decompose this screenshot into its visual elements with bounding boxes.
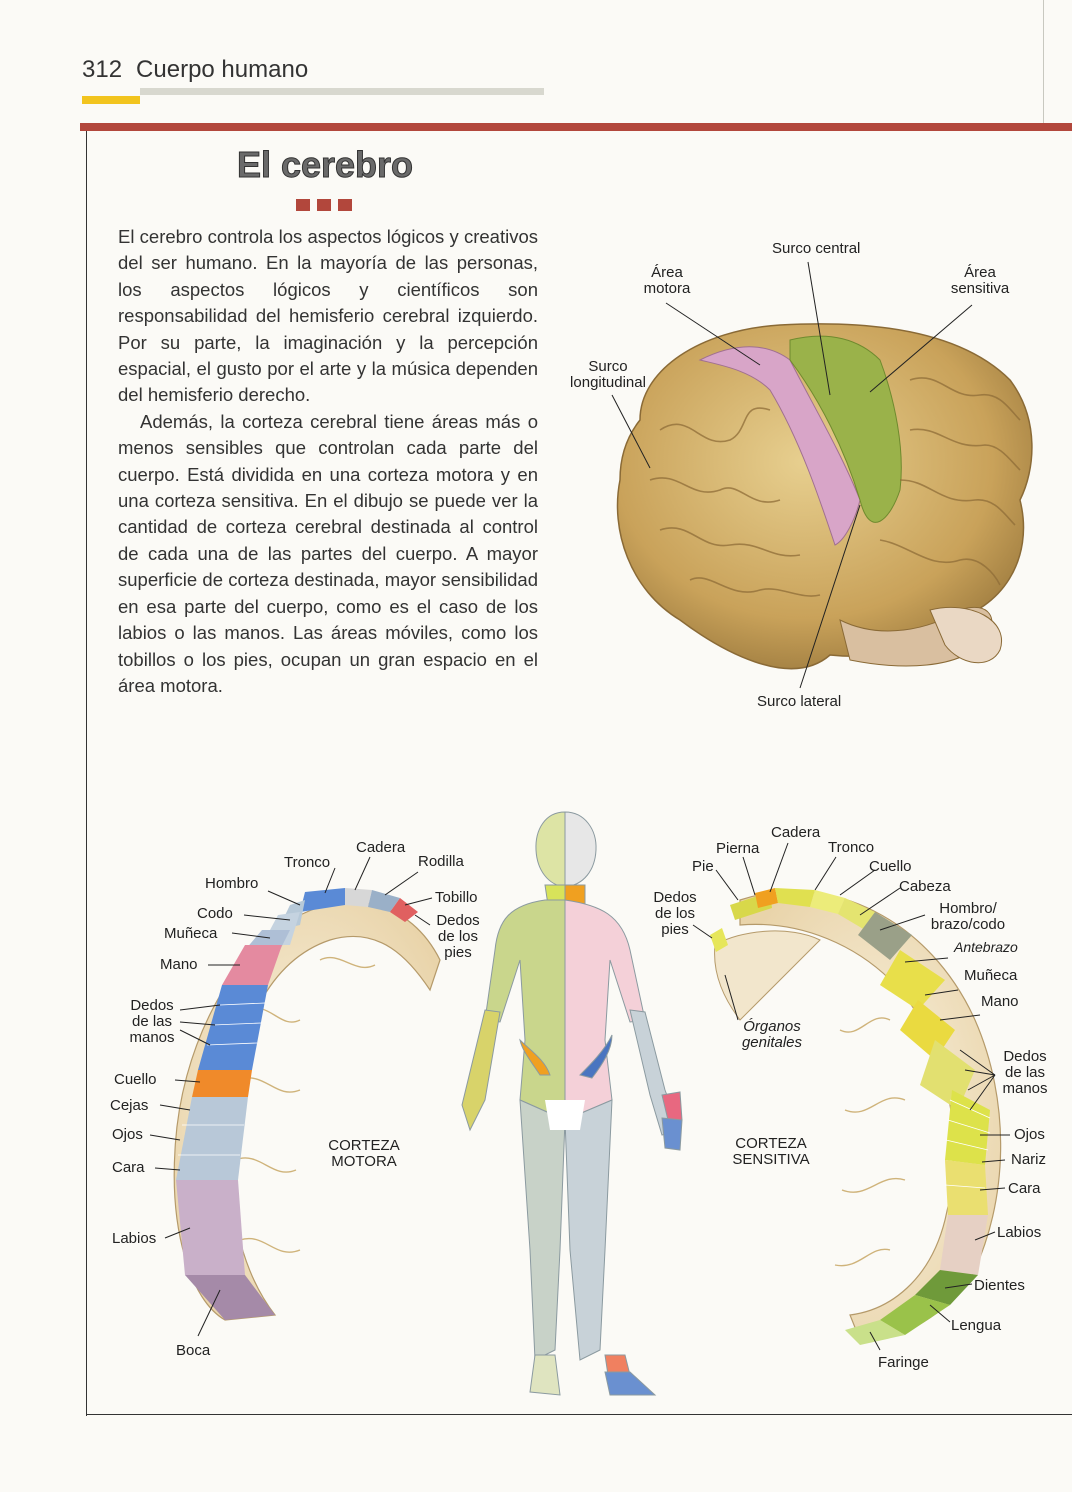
sensory-label-pierna: Pierna	[716, 840, 760, 857]
motor-label-labios: Labios	[112, 1230, 157, 1247]
header-rule	[140, 88, 544, 95]
page-title: El cerebro	[236, 144, 414, 186]
motor-label-hombro: Hombro	[205, 875, 259, 892]
motor-label-cara: Cara	[112, 1159, 145, 1176]
page-header: 312 Cuerpo humano	[82, 56, 308, 84]
sensory-label-pie: Pie	[692, 858, 714, 875]
sensory-label-cuello: Cuello	[869, 858, 912, 875]
motor-label-tobillo: Tobillo	[435, 889, 478, 906]
sensory-label-tronco: Tronco	[828, 839, 875, 856]
sensory-label-cabeza: Cabeza	[899, 878, 951, 895]
frame-top-rule	[80, 123, 1072, 131]
sensory-label-dedos-manos: Dedos de las manos	[1002, 1048, 1048, 1097]
motor-label-cejas: Cejas	[110, 1097, 149, 1114]
frame-bottom-rule	[86, 1414, 1072, 1415]
sensory-label-dientes: Dientes	[974, 1277, 1025, 1294]
sensory-label-ojos: Ojos	[1014, 1126, 1045, 1143]
page-edge	[1043, 0, 1044, 125]
motor-label-mano: Mano	[160, 956, 198, 973]
sensory-label-organos: Órganos genitales	[741, 1018, 803, 1051]
motor-label-tronco: Tronco	[284, 854, 331, 871]
motor-label-muneca: Muñeca	[164, 925, 218, 942]
motor-label-dedos-manos: Dedos de las manos	[129, 997, 175, 1046]
homunculus-figure	[461, 811, 683, 1396]
motor-label-cuello: Cuello	[114, 1071, 157, 1088]
motor-label-codo: Codo	[197, 905, 233, 922]
frame-left-rule	[86, 131, 87, 1416]
sensory-center-label: CORTEZA SENSITIVA	[732, 1135, 810, 1168]
paragraph: El cerebro controla los aspectos lógicos…	[118, 226, 538, 406]
sensory-label-cara: Cara	[1008, 1180, 1041, 1197]
motor-center-label: CORTEZA MOTORA	[328, 1137, 400, 1170]
paragraph: Además, la corteza cerebral tiene áreas …	[118, 410, 538, 696]
title-decoration	[296, 198, 359, 216]
sensory-label-hombro-codo: Hombro/ brazo/codo	[930, 900, 1006, 933]
label-area-sensitiva: Área sensitiva	[950, 264, 1010, 297]
sensory-label-antebrazo: Antebrazo	[954, 939, 1018, 955]
brain-illustration	[611, 261, 1033, 689]
sensory-label-lengua: Lengua	[951, 1317, 1002, 1334]
sensory-label-faringe: Faringe	[878, 1354, 929, 1371]
article-text: El cerebro controla los aspectos lógicos…	[118, 224, 538, 699]
page-number: 312	[82, 56, 123, 83]
motor-label-dedos-pies: Dedos de los pies	[436, 912, 480, 961]
motor-cortex-illustration	[149, 856, 441, 1337]
sensory-label-mano: Mano	[981, 993, 1019, 1010]
header-accent	[82, 96, 140, 104]
sensory-label-nariz: Nariz	[1011, 1151, 1047, 1168]
label-surco-longitudinal: Surco longitudinal	[570, 358, 646, 391]
motor-label-boca: Boca	[176, 1342, 211, 1359]
sensory-label-muneca: Muñeca	[964, 967, 1018, 984]
label-surco-lateral: Surco lateral	[757, 693, 842, 710]
sensory-cortex-illustration	[692, 842, 1010, 1351]
motor-label-cadera: Cadera	[356, 839, 406, 856]
label-area-motora: Área motora	[643, 264, 691, 297]
motor-label-rodilla: Rodilla	[418, 853, 464, 870]
label-surco-central: Surco central	[772, 240, 861, 257]
section-title: Cuerpo humano	[136, 56, 309, 83]
sensory-label-dedos-pies: Dedos de los pies	[653, 889, 697, 938]
sensory-label-labios: Labios	[997, 1224, 1042, 1241]
motor-label-ojos: Ojos	[112, 1126, 143, 1143]
sensory-label-cadera: Cadera	[771, 824, 821, 841]
